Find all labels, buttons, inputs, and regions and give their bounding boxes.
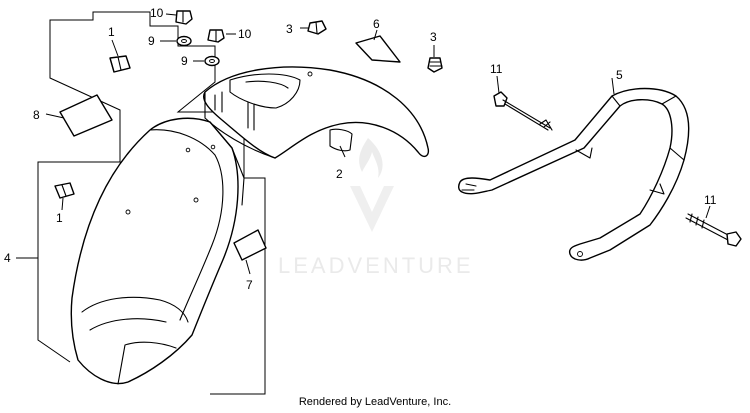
- callout-6: 6: [373, 17, 380, 31]
- callout-7: 7: [246, 278, 253, 292]
- callout-9-upper: 9: [148, 34, 155, 48]
- callout-11-upper: 11: [490, 62, 503, 76]
- grommet-1-upper: [109, 55, 131, 73]
- nut-10-lower: [207, 29, 225, 43]
- label-decal-8: [59, 94, 113, 137]
- nut-3-right: [427, 57, 443, 73]
- label-6: [355, 35, 401, 63]
- washer-9-lower: [204, 55, 220, 67]
- label-7: [233, 229, 267, 261]
- callout-3-right: 3: [430, 30, 437, 44]
- leadventure-watermark: LEADVENTURE: [278, 138, 474, 278]
- callout-4: 4: [4, 251, 11, 265]
- assembly-bracket-4: [37, 11, 266, 395]
- nut-10-upper: [175, 10, 193, 25]
- rear-fender-2: [203, 66, 430, 159]
- callout-3-left: 3: [286, 22, 293, 36]
- callout-9-lower: 9: [181, 54, 188, 68]
- bolt-11-lower: [685, 213, 742, 247]
- callouts: 1 1 2 3 3 4 5 6 7 8 9 9 10 10 11 11: [4, 6, 717, 292]
- inner-fender-4: [70, 117, 245, 385]
- callout-1-lower: 1: [56, 211, 63, 225]
- callout-5: 5: [616, 68, 623, 82]
- callout-10-lower: 10: [238, 27, 252, 41]
- bolt-11-upper: [493, 91, 553, 131]
- callout-2: 2: [336, 167, 343, 181]
- callout-8: 8: [33, 108, 40, 122]
- grab-rail-5: [457, 87, 690, 261]
- washer-9-upper: [176, 35, 192, 47]
- grommet-1-lower: [54, 182, 75, 199]
- callout-1-upper: 1: [108, 25, 115, 39]
- callout-11-lower: 11: [704, 193, 717, 207]
- watermark-text: LEADVENTURE: [278, 253, 474, 278]
- leader-lines: [16, 13, 711, 275]
- callout-10-upper: 10: [150, 6, 164, 20]
- nut-3-upper: [307, 20, 327, 35]
- rendered-by-credit: Rendered by LeadVenture, Inc.: [298, 396, 452, 408]
